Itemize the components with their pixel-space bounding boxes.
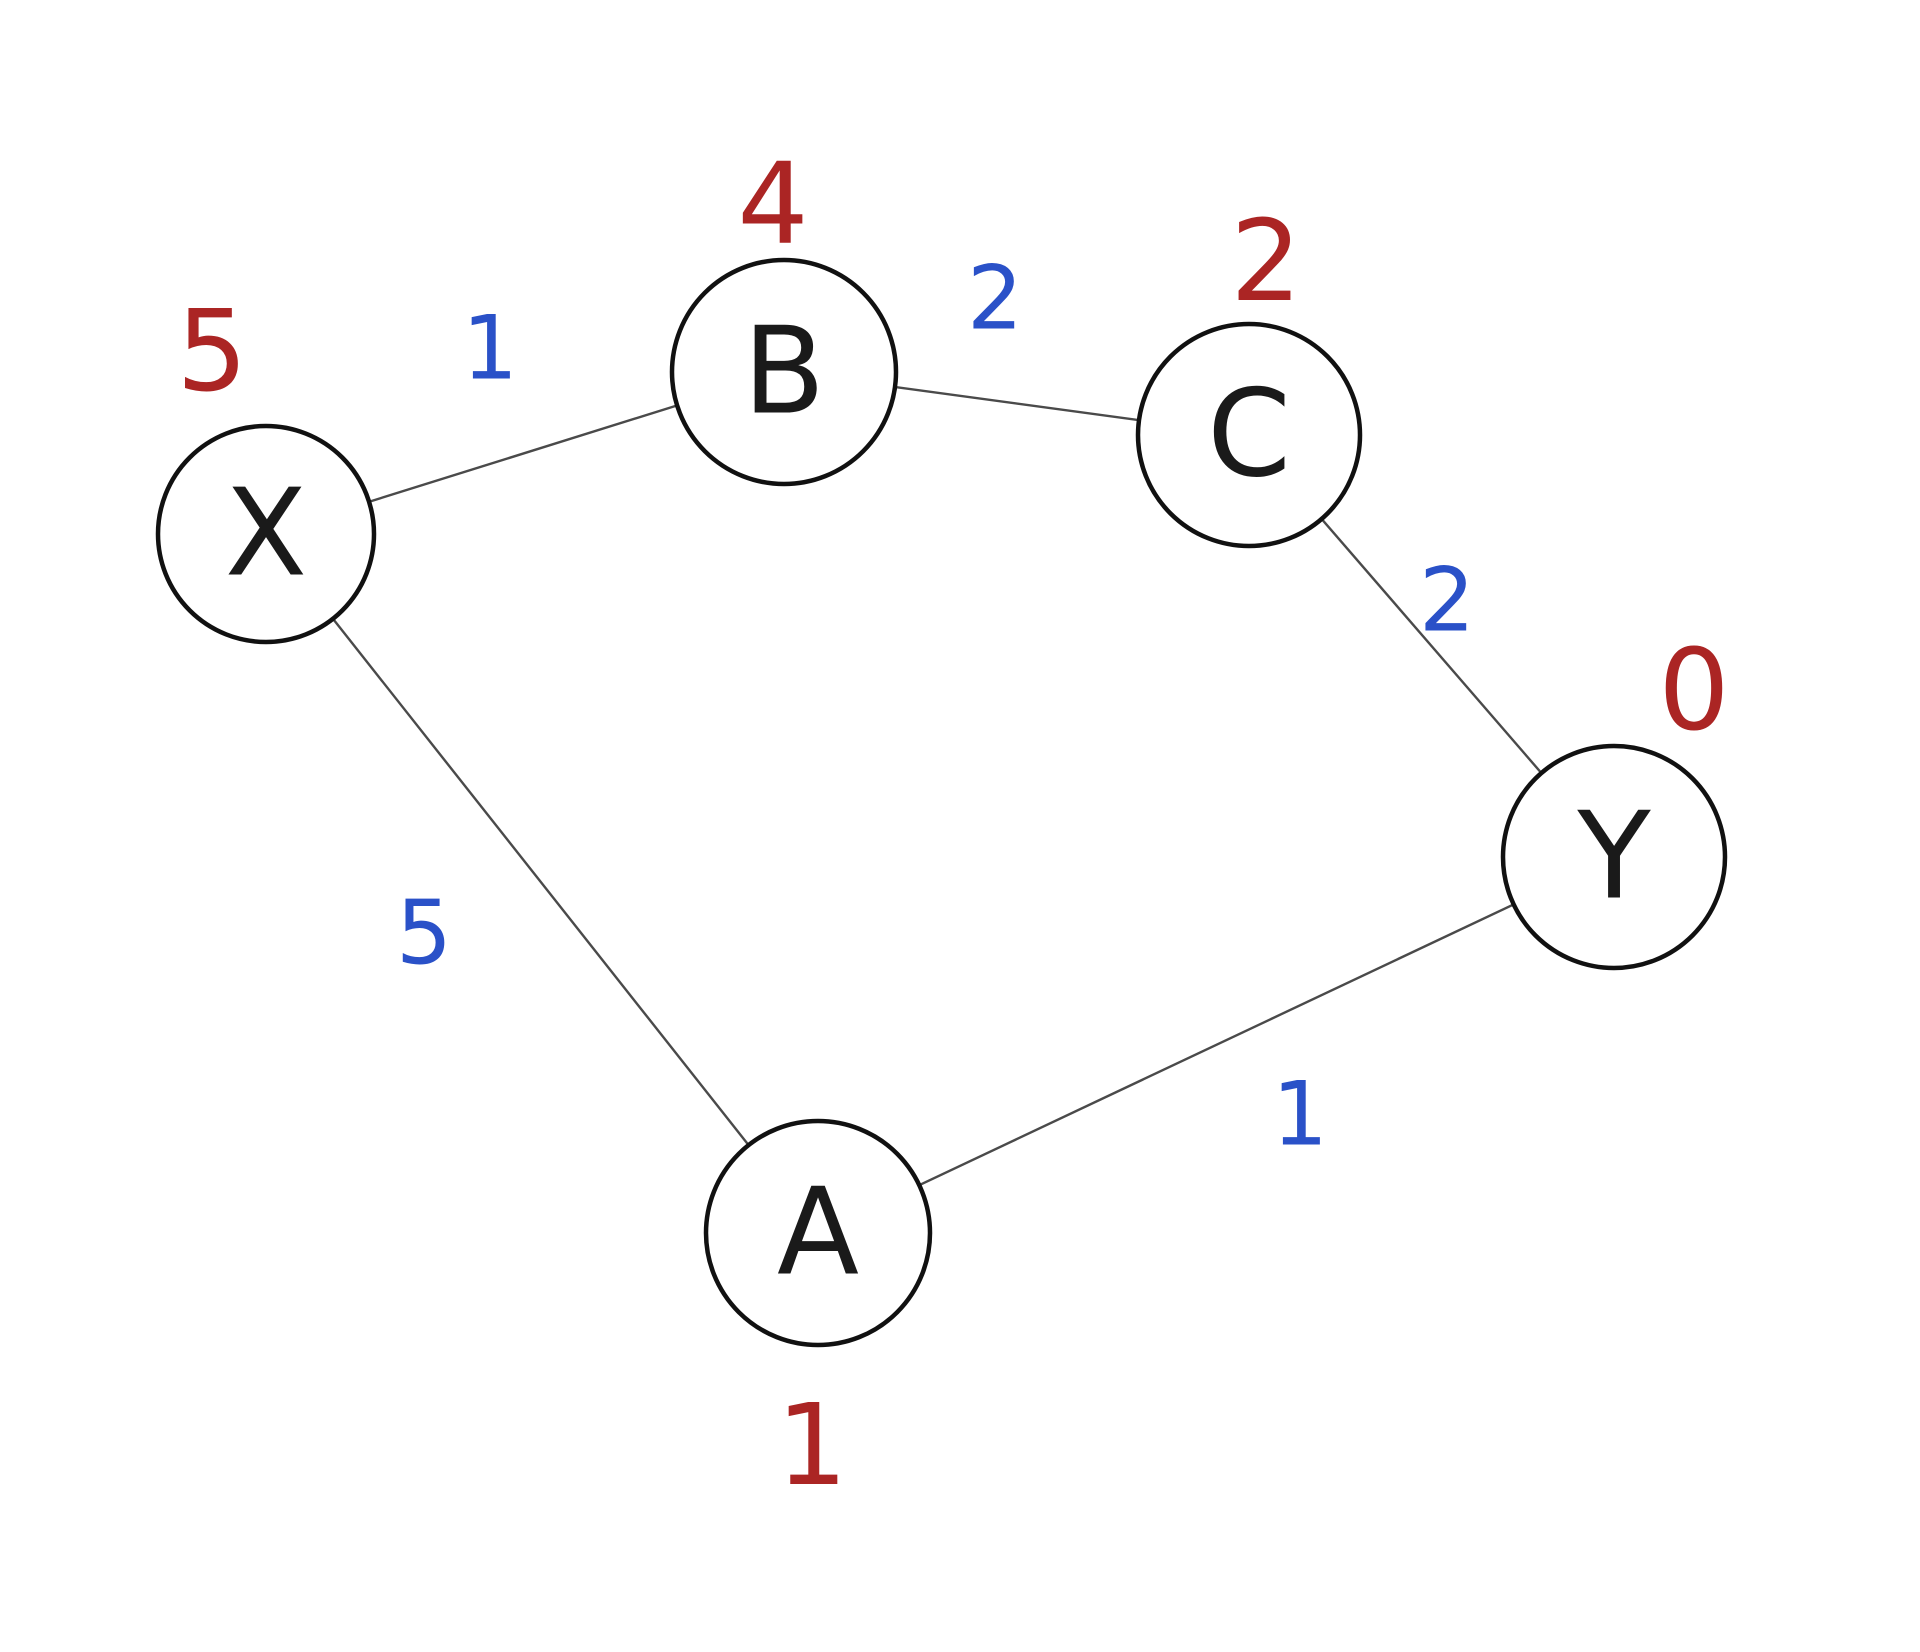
node-B-label: B xyxy=(743,303,825,442)
node-B-circle xyxy=(669,257,899,487)
node-A-circle xyxy=(703,1118,933,1348)
node-Y-label: Y xyxy=(1576,788,1651,927)
node-A-label: A xyxy=(777,1164,859,1303)
edge-weight-X-B: 1 xyxy=(462,297,518,400)
node-Y-circle xyxy=(1500,743,1728,971)
distance-label-Y: 0 xyxy=(1658,626,1729,756)
edge-X-A xyxy=(265,533,819,1234)
node-X-circle xyxy=(155,423,377,645)
edge-weight-B-C: 2 xyxy=(967,247,1023,350)
node-C-label: C xyxy=(1207,366,1291,505)
edge-weight-X-A: 5 xyxy=(396,882,452,985)
node-C-circle xyxy=(1135,321,1363,549)
edge-weight-C-Y: 2 xyxy=(1419,549,1475,652)
distance-label-C: 2 xyxy=(1230,197,1301,327)
edges-layer xyxy=(265,370,1615,1235)
distance-label-B: 4 xyxy=(737,140,808,270)
edge-weight-A-Y: 1 xyxy=(1272,1063,1328,1166)
node-X-label: X xyxy=(225,465,307,604)
labels-layer: 1 2 2 5 1 5 4 2 0 1 xyxy=(176,140,1729,1511)
distance-label-X: 5 xyxy=(176,287,247,417)
nodes-layer: X B C Y A xyxy=(155,257,1728,1348)
edge-A-Y xyxy=(817,855,1615,1235)
distance-label-A: 1 xyxy=(776,1381,847,1511)
